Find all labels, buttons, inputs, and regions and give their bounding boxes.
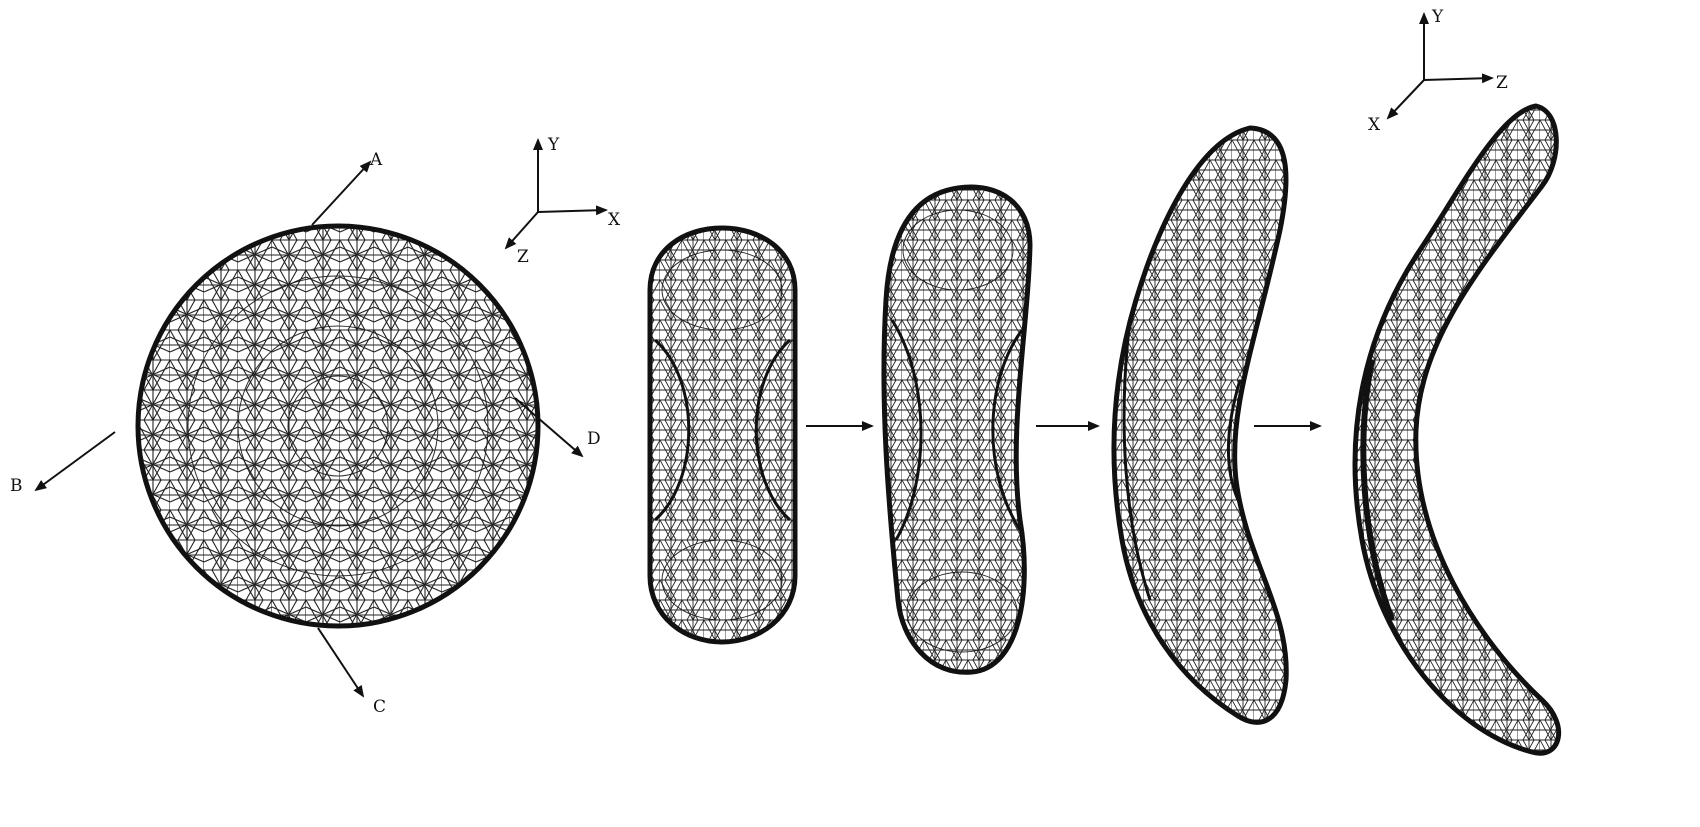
axis-right-x: X	[1368, 115, 1381, 135]
capsule-cell	[650, 228, 795, 642]
label-b: B	[10, 476, 23, 496]
axes-right: Y Z X	[1368, 7, 1508, 135]
axis-left-z: Z	[517, 247, 529, 267]
axis-right-z: Z	[1496, 73, 1508, 93]
bent-capsule-cell	[884, 187, 1030, 672]
sphere-cell	[138, 226, 538, 626]
arrow-a: A	[312, 150, 383, 225]
axis-left-y: Y	[547, 135, 560, 155]
arrow-c: C	[318, 628, 386, 717]
axes-left: Y X Z	[506, 135, 621, 267]
axis-left-x: X	[608, 210, 621, 230]
axis-right-y: Y	[1431, 7, 1444, 27]
label-a: A	[369, 150, 383, 170]
arrow-b: B	[10, 432, 115, 496]
label-c: C	[373, 697, 386, 717]
label-d: D	[587, 429, 601, 449]
crescent-cell	[1355, 106, 1559, 753]
